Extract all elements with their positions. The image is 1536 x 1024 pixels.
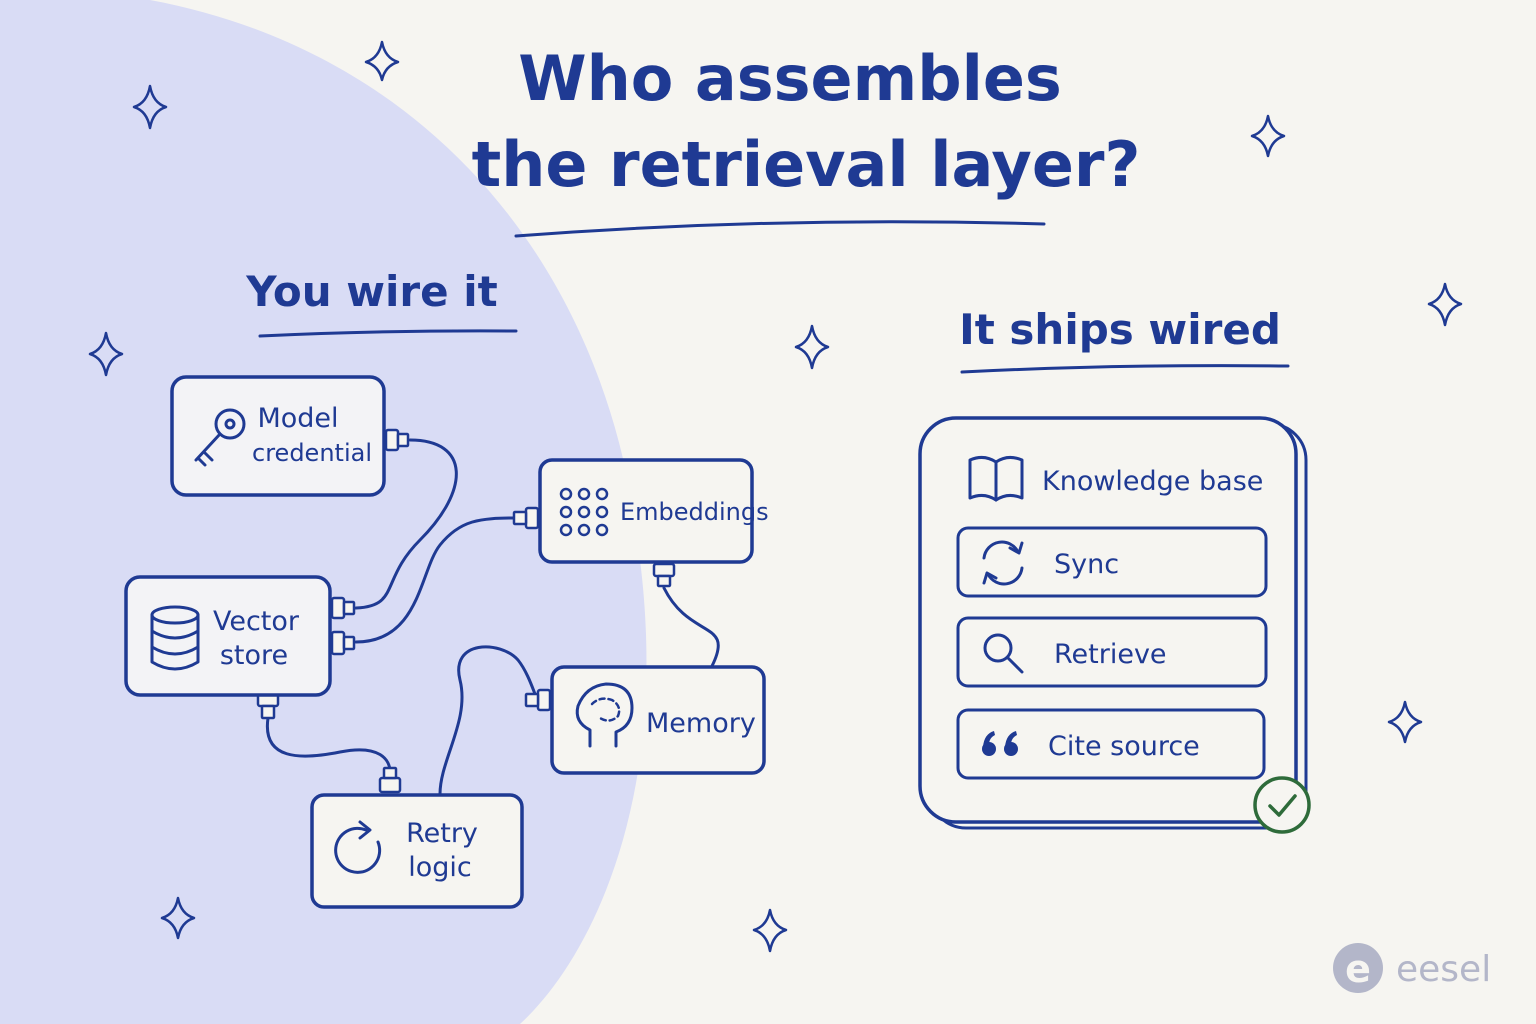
quote-icon — [982, 731, 1018, 756]
sparkle-icon — [160, 896, 196, 940]
retry-logic-line-1: Retry — [406, 818, 478, 849]
left-panel-background — [0, 0, 647, 1024]
logo-letter: e — [1345, 947, 1371, 991]
retry-icon — [334, 820, 382, 874]
left-heading: You wire it — [245, 267, 497, 316]
row-cite-source-label: Cite source — [1048, 731, 1200, 762]
left-heading-underline — [258, 329, 518, 338]
connector — [260, 704, 276, 720]
connector — [396, 432, 410, 448]
book-icon — [968, 455, 1024, 502]
row-retrieve-label: Retrieve — [1054, 639, 1167, 670]
database-icon — [150, 605, 200, 671]
node-retry-logic: Retry logic — [310, 793, 524, 909]
right-heading: It ships wired — [959, 305, 1281, 354]
sparkles — [88, 40, 1463, 953]
connector — [382, 766, 398, 780]
title-line-1: Who assembles — [518, 42, 1062, 115]
sparkle-icon — [1427, 282, 1463, 327]
connectors — [256, 428, 676, 794]
sparkle-icon — [794, 324, 830, 370]
row-cite-source: Cite source — [956, 708, 1266, 780]
row-sync: Sync — [956, 526, 1268, 598]
cable-embeddings-memory — [662, 586, 720, 668]
node-model-credential: Model credential — [170, 375, 386, 497]
model-credential-line-2: credential — [252, 439, 372, 467]
connector — [330, 630, 346, 656]
connector — [384, 428, 400, 452]
search-icon — [983, 633, 1024, 674]
connector — [342, 600, 356, 616]
sparkle-icon — [1387, 700, 1423, 744]
sync-icon — [982, 540, 1024, 586]
row-retrieve: Retrieve — [956, 616, 1268, 688]
cables — [265, 438, 720, 796]
connector — [536, 688, 552, 712]
sparkle-icon — [364, 40, 400, 82]
connector — [652, 562, 676, 578]
brain-head-icon — [575, 682, 634, 748]
sparkle-icon — [752, 908, 788, 953]
cable-vector-embeddings — [354, 516, 518, 644]
node-memory: Memory — [550, 665, 766, 775]
connector — [524, 506, 540, 530]
knowledge-base-card: Knowledge base Sync Retrieve — [918, 416, 1311, 834]
connector — [512, 510, 528, 526]
vector-store-line-1: Vector — [213, 606, 300, 637]
cable-vector-retry — [265, 716, 392, 774]
connector — [656, 574, 672, 588]
row-sync-label: Sync — [1054, 549, 1119, 580]
model-credential-line-1: Model — [257, 403, 338, 434]
sparkle-icon — [132, 84, 168, 130]
knowledge-base-header: Knowledge base — [1042, 466, 1263, 497]
connector — [342, 635, 356, 651]
memory-label: Memory — [646, 708, 756, 739]
sparkle-icon — [88, 331, 124, 377]
vector-store-line-2: store — [220, 640, 288, 671]
right-heading-underline — [960, 364, 1290, 374]
connector — [524, 692, 540, 708]
connector — [330, 596, 346, 620]
retry-logic-line-2: logic — [408, 852, 472, 883]
connector — [378, 776, 402, 794]
node-vector-store: Vector store — [124, 575, 332, 697]
eesel-logo: e eesel — [1333, 943, 1491, 993]
key-icon — [194, 408, 246, 467]
cable-credential-vector — [354, 438, 458, 610]
brand-name: eesel — [1396, 949, 1491, 990]
cable-retry-memory — [438, 645, 540, 796]
dots-grid-icon — [559, 487, 609, 537]
check-icon — [1253, 776, 1311, 834]
title-underline — [514, 220, 1046, 238]
title-line-2: the retrieval layer? — [472, 128, 1141, 201]
sparkle-icon — [1250, 114, 1286, 158]
embeddings-label: Embeddings — [620, 498, 769, 526]
node-embeddings: Embeddings — [538, 458, 769, 564]
